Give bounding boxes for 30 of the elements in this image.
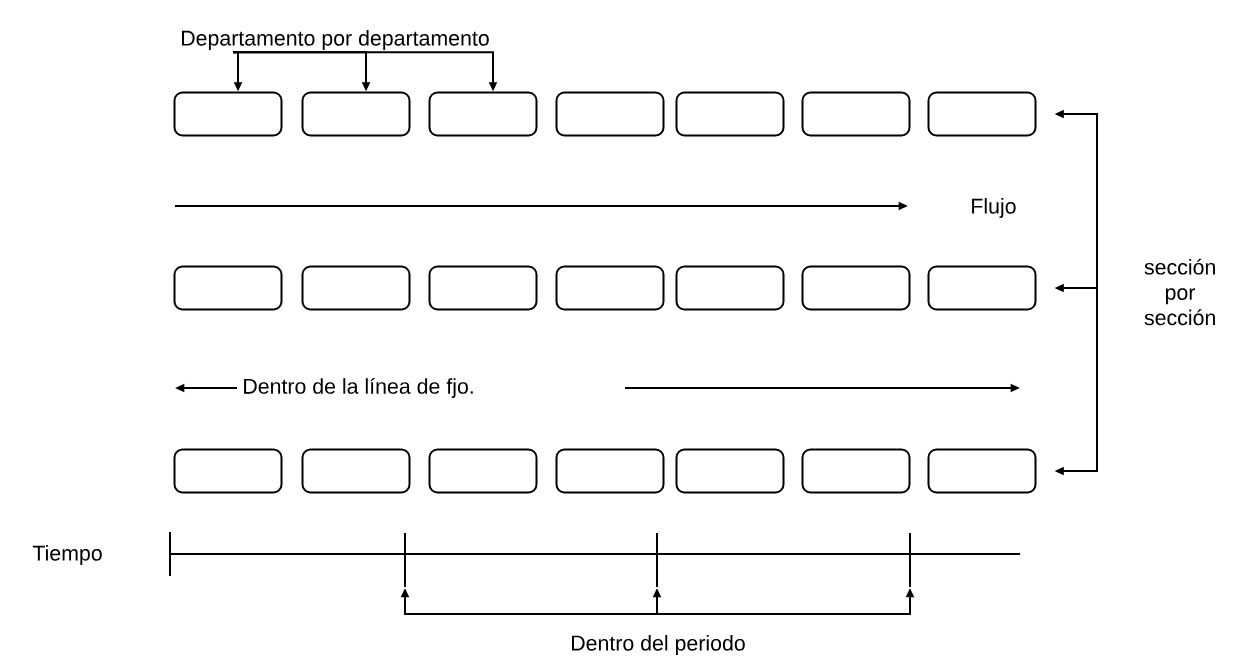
node-text: Departamento por departamento	[182, 30, 489, 50]
rounded-box	[173, 448, 283, 494]
tick-mark	[909, 533, 911, 587]
tick-mark	[404, 533, 406, 587]
rounded-box	[927, 91, 1037, 137]
rounded-box	[801, 448, 911, 494]
rounded-box	[801, 265, 911, 311]
rounded-box	[675, 265, 785, 311]
rounded-box	[428, 265, 538, 311]
label-text: Dentro de la línea de fjo.	[241, 376, 477, 400]
rounded-box	[927, 448, 1037, 494]
rounded-box	[428, 91, 538, 137]
label-text: Tiempo	[31, 543, 104, 567]
rounded-box	[555, 448, 665, 494]
rounded-box	[555, 265, 665, 311]
rounded-box	[173, 91, 283, 137]
node-text: sección por sección	[1144, 258, 1215, 326]
rounded-box	[428, 448, 538, 494]
rounded-box	[301, 91, 411, 137]
rounded-box	[173, 265, 283, 311]
node-text: Dentro del periodo	[572, 635, 745, 655]
rounded-box	[301, 448, 411, 494]
rounded-box	[801, 91, 911, 137]
rounded-box	[927, 265, 1037, 311]
label-text: Flujo	[969, 196, 1018, 220]
rounded-box	[301, 265, 411, 311]
rounded-box	[675, 448, 785, 494]
rounded-box	[555, 91, 665, 137]
rounded-box	[675, 91, 785, 137]
tick-mark	[656, 533, 658, 587]
